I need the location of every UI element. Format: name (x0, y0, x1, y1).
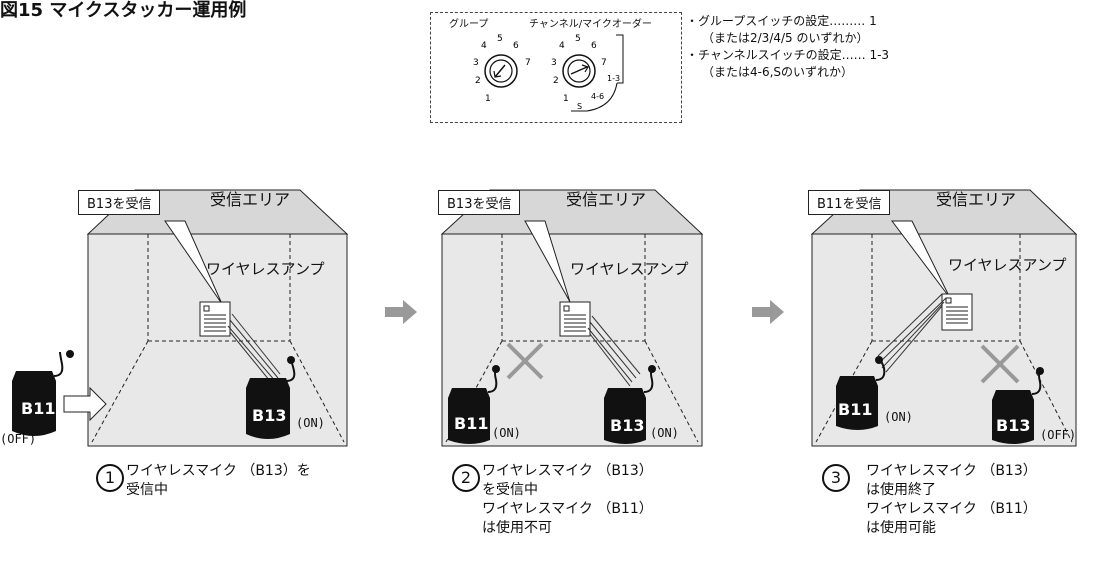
group-switch-alternatives: （または2/3/4/5 のいずれか） (702, 31, 869, 45)
group-tick-7: 7 (525, 58, 531, 68)
svg-text:3: 3 (551, 58, 557, 68)
step-caption-2: ワイヤレスマイク （B13） を受信中 ワイヤレスマイク （B11） は使用不可 (482, 463, 653, 536)
step-caption-1: ワイヤレスマイク （B13）を 受信中 (126, 463, 311, 498)
panel-step-1: B13を受信 受信エリア ワイヤレスアンプ B11 (OFF) B13 (ON)… (0, 176, 380, 556)
mic-b11-label: B11 (838, 400, 873, 419)
reception-area-label: 受信エリア (936, 190, 1017, 209)
wireless-amp-label: ワイヤレスアンプ (206, 260, 325, 278)
svg-text:1: 1 (563, 94, 569, 104)
mic-b13-state: (ON) (650, 426, 679, 440)
group-switch-label: グループ (449, 19, 489, 30)
step-caption-3: ワイヤレスマイク （B13） は使用終了 ワイヤレスマイク （B11） は使用可… (866, 463, 1037, 536)
mic-b11-icon (448, 365, 500, 444)
signal-beam (587, 315, 641, 387)
group-tick-4: 4 (481, 41, 487, 51)
mic-b13-state: (OFF) (1040, 428, 1077, 442)
wireless-amp-icon (941, 293, 973, 331)
step-number-1: 1 (96, 464, 124, 492)
received-mic-callout: B11を受信 (808, 190, 891, 215)
group-switch-setting: ・グループスイッチの設定……… 1 (686, 14, 877, 28)
next-step-arrow-icon (752, 300, 784, 324)
svg-text:1-3: 1-3 (607, 74, 620, 83)
room-diagram-1 (12, 189, 349, 447)
group-dial: 5 4 6 3 2 1 7 (473, 34, 531, 104)
mic-b13-label: B13 (610, 416, 645, 435)
panel-step-3: B11を受信 受信エリア ワイヤレスアンプ B11 (ON) B13 (OFF)… (800, 176, 1098, 556)
group-tick-1: 1 (485, 94, 491, 104)
received-mic-callout: B13を受信 (78, 190, 161, 215)
mic-b11-icon (12, 350, 74, 436)
mic-b11-icon (836, 356, 886, 430)
panel-step-2: B13を受信 受信エリア ワイヤレスアンプ B11 (ON) B13 (ON) … (430, 176, 730, 556)
wireless-amp-label: ワイヤレスアンプ (570, 260, 689, 278)
rotary-switches: 5 4 6 3 2 1 7 5 4 6 3 2 1 7 1-3 4-6 S (473, 34, 624, 112)
channel-switch-setting: ・チャンネルスイッチの設定…… 1-3 (686, 48, 890, 62)
wireless-amp-icon (559, 301, 591, 337)
svg-text:2: 2 (553, 76, 559, 86)
right-hollow-arrow-icon (63, 386, 107, 422)
received-mic-callout: B13を受信 (438, 190, 521, 215)
blocked-cross-icon (506, 342, 544, 380)
group-tick-2: 2 (475, 76, 481, 86)
mic-b11-state: (OFF) (0, 432, 37, 446)
figure-title: 図15 マイクスタッカー運用例 (0, 0, 247, 21)
step-number-2: 2 (452, 464, 480, 492)
step-number-3: 3 (822, 464, 850, 492)
mic-b11-label: B11 (454, 414, 489, 433)
wireless-amp-icon (199, 301, 231, 337)
mic-b13-label: B13 (252, 406, 287, 425)
mic-b11-state: (ON) (884, 410, 913, 424)
svg-text:4: 4 (559, 41, 565, 51)
mic-b11-label: B11 (21, 399, 56, 418)
channel-switch-alternatives: （または4-6,Sのいずれか） (702, 65, 854, 79)
svg-text:7: 7 (601, 58, 607, 68)
reception-area-label: 受信エリア (566, 190, 647, 209)
mic-b13-state: (ON) (296, 416, 325, 430)
group-tick-3: 3 (473, 58, 479, 68)
mic-b13-label: B13 (996, 416, 1031, 435)
svg-text:4-6: 4-6 (591, 92, 604, 101)
mic-b13-icon (604, 365, 656, 444)
blocked-cross-icon (980, 344, 1020, 384)
signal-beam (877, 293, 947, 373)
reception-area-label: 受信エリア (210, 190, 291, 209)
switch-panel: グループ チャンネル/マイクオーダー 5 4 6 3 2 1 7 5 4 6 3… (430, 12, 682, 123)
svg-text:5: 5 (575, 34, 581, 44)
next-step-arrow-icon (385, 300, 417, 324)
mic-b13-icon (992, 367, 1044, 444)
svg-text:S: S (577, 102, 582, 111)
mic-b11-state: (ON) (492, 426, 521, 440)
mic-b13-icon (246, 356, 296, 439)
group-tick-6: 6 (513, 41, 519, 51)
wireless-amp-label: ワイヤレスアンプ (948, 256, 1067, 274)
channel-switch-label: チャンネル/マイクオーダー (529, 19, 652, 30)
svg-text:6: 6 (591, 41, 597, 51)
signal-beam (227, 313, 281, 387)
group-tick-5: 5 (497, 34, 503, 44)
channel-dial: 5 4 6 3 2 1 7 1-3 4-6 S (551, 34, 624, 112)
